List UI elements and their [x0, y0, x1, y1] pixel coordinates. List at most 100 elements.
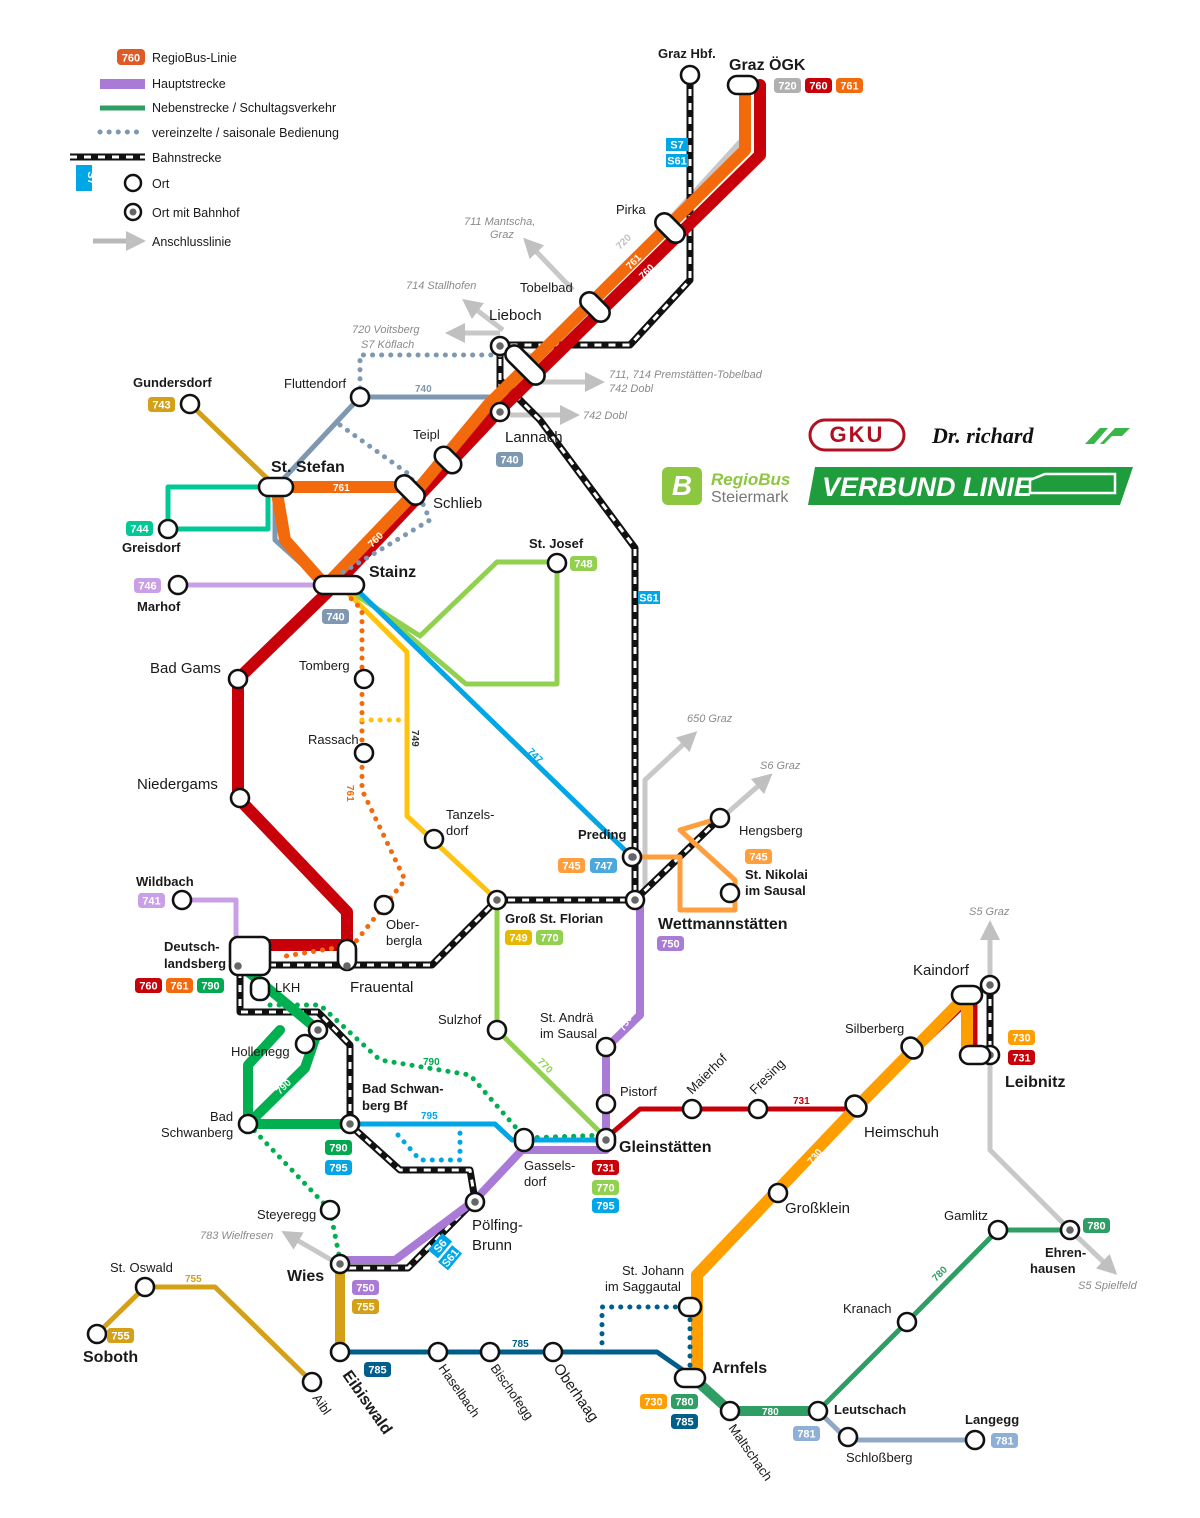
label-poelfing-2: Brunn: [472, 1237, 512, 1254]
stop-marker: [179, 393, 201, 415]
route-badge-label: 790: [201, 981, 219, 993]
stop-marker: [719, 882, 741, 904]
deutschlandsberg-hub-marker: [228, 935, 272, 977]
label-wettmannstaetten: Wettmannstätten: [658, 916, 788, 933]
line-745: [629, 815, 738, 913]
route-badge-label: 770: [596, 1183, 614, 1195]
label-arnfels: Arnfels: [712, 1360, 767, 1377]
label-heimschuh: Heimschuh: [864, 1124, 939, 1141]
lkh-marker: [249, 976, 271, 1002]
conn-650: [642, 731, 698, 890]
interchange-marker: [312, 574, 366, 596]
stop-icon: [123, 173, 143, 193]
label-deutschlandsberg-2: landsberg: [164, 956, 226, 971]
label-pistorf: Pistorf: [620, 1084, 657, 1099]
rail-s61-dash: [498, 345, 637, 900]
route-badge-label: 748: [574, 559, 592, 571]
route-badge: 741: [138, 893, 165, 908]
route-badge: 740: [322, 609, 349, 624]
interchange-marker: [726, 74, 760, 96]
conn-label-714: 714 Stallhofen: [406, 280, 476, 292]
conn-label-s6: S6 Graz: [760, 760, 801, 772]
stop-marker: [807, 1400, 829, 1422]
route-badge: 750: [657, 936, 684, 951]
stop-marker: [896, 1311, 918, 1333]
label-teipl: Teipl: [413, 427, 440, 442]
label-niedergams: Niedergams: [137, 776, 218, 793]
legend-stop-label: Ort: [152, 177, 170, 191]
stop-marker: [86, 1323, 108, 1345]
route-badge: 770: [536, 930, 563, 945]
regiobus-logo-text2: Steiermark: [711, 489, 789, 506]
conn-label-650: 650 Graz: [687, 713, 733, 725]
stop-marker: [837, 1426, 859, 1448]
label-tanzelsdorf-2: dorf: [446, 823, 469, 838]
station-dot: [346, 1120, 354, 1128]
gku-logo-text: GKU: [830, 422, 885, 447]
interchange-marker: [504, 344, 546, 386]
label-sulzhof: Sulzhof: [438, 1012, 482, 1027]
line-795-dotted: [395, 1125, 463, 1163]
stop-marker: [319, 1199, 341, 1221]
legend-badge-label: 760: [122, 53, 140, 65]
route-badge-label: 780: [675, 1397, 693, 1409]
label-silberberg: Silberberg: [845, 1021, 904, 1036]
stop-marker: [167, 574, 189, 596]
route-badge: 795: [325, 1160, 352, 1175]
interchange-marker: [677, 1296, 703, 1318]
label-haselbach: Haselbach: [436, 1361, 484, 1420]
stop-marker: [329, 1341, 351, 1363]
rail-badge-label: S61: [639, 593, 659, 605]
label-eibiswald: Eibiswald: [339, 1368, 395, 1438]
stop-marker: [479, 1341, 501, 1363]
legend-badge-icon: [117, 49, 145, 65]
station-dot: [493, 896, 501, 904]
label-gasselsdorf-1: Gassels-: [524, 1158, 575, 1173]
label-leibnitz: Leibnitz: [1005, 1074, 1065, 1091]
label-langegg: Langegg: [965, 1412, 1019, 1427]
rail-badge: S61: [666, 154, 688, 168]
track-label-795: 795: [421, 1111, 438, 1122]
route-badge: 746: [134, 578, 161, 593]
stop-marker: [353, 742, 375, 764]
stop-marker: [709, 807, 731, 829]
track-label-780: 780: [762, 1407, 779, 1418]
rail-badge-label: S61: [667, 156, 687, 168]
route-badge-label: 720: [778, 81, 796, 93]
route-badge-label: 730: [644, 1397, 662, 1409]
route-badge: 731: [592, 1160, 619, 1175]
track-label-790: 790: [423, 1057, 440, 1068]
label-gleinstaetten: Gleinstätten: [619, 1139, 711, 1156]
label-st-andrae-1: St. Andrä: [540, 1010, 594, 1025]
line-790: [235, 960, 323, 1129]
route-badge-label: 785: [368, 1365, 386, 1377]
interchange-marker: [673, 1367, 707, 1389]
line-749: [342, 587, 500, 903]
label-kranach: Kranach: [843, 1301, 891, 1316]
label-kaindorf: Kaindorf: [913, 962, 970, 979]
interchange-marker: [394, 474, 426, 506]
station-dot: [986, 981, 994, 989]
track-label-755: 755: [185, 1274, 202, 1285]
conn-label-711a: 711 Mantscha,: [464, 216, 535, 228]
stop-marker: [719, 1400, 741, 1422]
route-badge: 744: [126, 521, 153, 536]
route-badge-label: 740: [326, 612, 344, 624]
stop-marker: [679, 64, 701, 86]
label-st-johann-1: St. Johann: [622, 1263, 684, 1278]
route-badge: 720: [774, 78, 801, 93]
stop-marker: [294, 1033, 316, 1055]
route-badge-label: 755: [356, 1302, 374, 1314]
route-badge: 755: [352, 1299, 379, 1314]
legend-main-label: Hauptstrecke: [152, 77, 226, 91]
track-label-749: 749: [409, 730, 420, 747]
stop-marker: [227, 668, 249, 690]
label-steyeregg: Steyeregg: [257, 1207, 316, 1222]
interchange-marker: [513, 1127, 535, 1153]
route-badge-label: 785: [675, 1417, 693, 1429]
route-badge: 743: [148, 397, 175, 412]
stop-marker: [353, 668, 375, 690]
label-fresing: Fresing: [747, 1056, 788, 1097]
label-rassach: Rassach: [308, 732, 359, 747]
